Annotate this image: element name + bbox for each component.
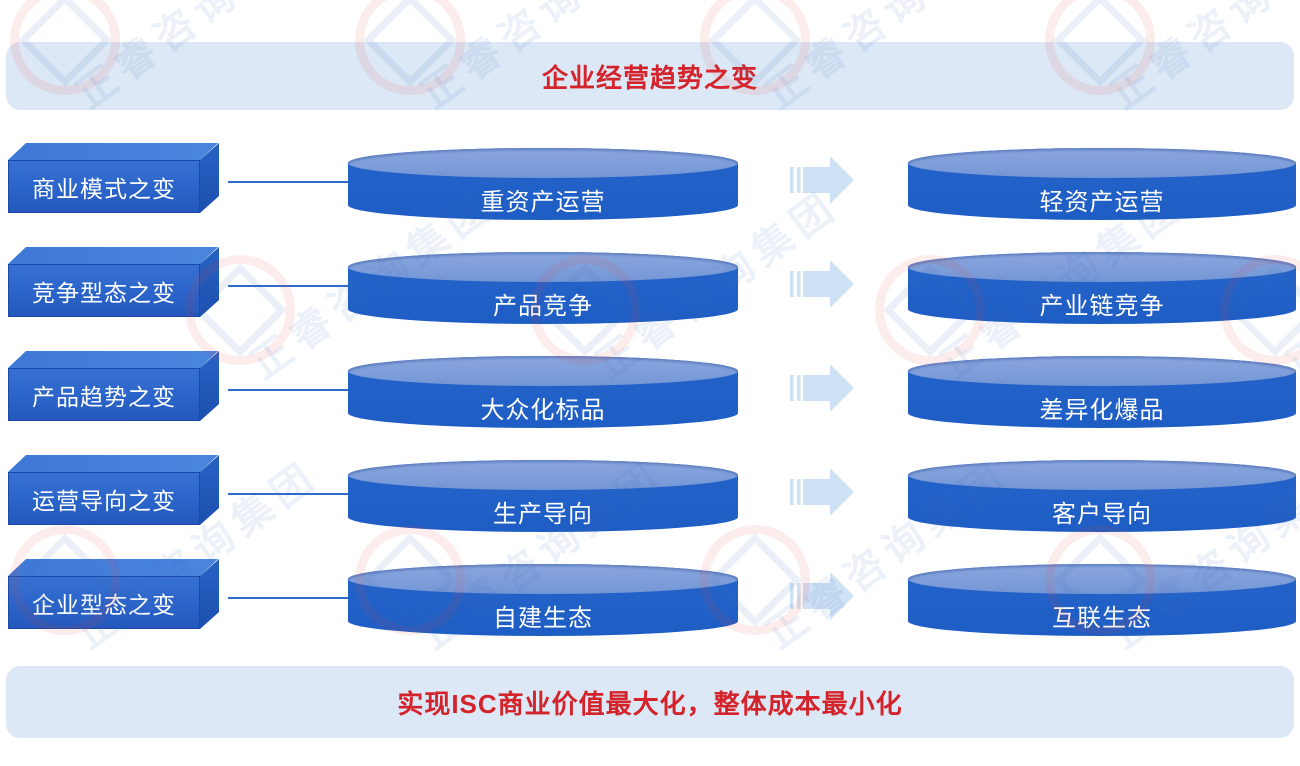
trend-row: 运营导向之变 生产导向 客户导向 (0, 455, 1300, 532)
cylinder-top-face (348, 356, 738, 386)
footer-title: 实现ISC商业价值最大化，整体成本最小化 (397, 688, 903, 719)
to-cylinder-label: 产业链竞争 (1039, 292, 1165, 320)
change-box: 竞争型态之变 (8, 247, 219, 317)
trend-row: 竞争型态之变 产品竞争 产业链竞争 (0, 247, 1300, 324)
box-top-face (8, 143, 218, 160)
connector-line (228, 389, 348, 391)
from-cylinder: 产品竞争 (348, 252, 738, 324)
from-cylinder-label: 生产导向 (493, 500, 593, 528)
to-cylinder: 产业链竞争 (908, 252, 1296, 324)
cylinder-top-face (908, 564, 1296, 594)
box-top-face (8, 247, 218, 264)
from-cylinder: 重资产运营 (348, 148, 738, 220)
connector-line (228, 181, 348, 183)
right-arrow-icon (790, 260, 854, 308)
right-arrow-icon (790, 364, 854, 412)
box-side-face (200, 455, 219, 525)
box-side-face (200, 559, 219, 629)
cylinder-top-face (348, 252, 738, 282)
to-cylinder: 互联生态 (908, 564, 1296, 636)
connector-line (228, 285, 348, 287)
cylinder-top-face (908, 356, 1296, 386)
header-band: 企业经营趋势之变 (6, 42, 1294, 110)
change-box-label: 竞争型态之变 (32, 279, 176, 306)
from-cylinder: 大众化标品 (348, 356, 738, 428)
cylinder-top-face (908, 148, 1296, 178)
box-top-face (8, 351, 218, 368)
to-cylinder: 客户导向 (908, 460, 1296, 532)
trend-row: 企业型态之变 自建生态 互联生态 (0, 559, 1300, 636)
change-box-label: 运营导向之变 (32, 487, 176, 514)
from-cylinder-label: 大众化标品 (480, 396, 606, 424)
footer-band: 实现ISC商业价值最大化，整体成本最小化 (6, 666, 1294, 738)
change-box: 商业模式之变 (8, 143, 219, 213)
from-cylinder-label: 重资产运营 (480, 188, 606, 216)
box-side-face (200, 247, 219, 317)
to-cylinder-label: 互联生态 (1052, 604, 1152, 632)
to-cylinder-label: 轻资产运营 (1039, 188, 1165, 216)
to-cylinder-label: 客户导向 (1052, 500, 1152, 528)
to-cylinder: 轻资产运营 (908, 148, 1296, 220)
cylinder-top-face (908, 252, 1296, 282)
cylinder-top-face (908, 460, 1296, 490)
change-box: 企业型态之变 (8, 559, 219, 629)
box-side-face (200, 351, 219, 421)
trend-row: 产品趋势之变 大众化标品 差异化爆品 (0, 351, 1300, 428)
to-cylinder: 差异化爆品 (908, 356, 1296, 428)
trend-row: 商业模式之变 重资产运营 轻资产运营 (0, 143, 1300, 220)
box-top-face (8, 559, 218, 576)
connector-line (228, 597, 348, 599)
change-box: 产品趋势之变 (8, 351, 219, 421)
to-cylinder-label: 差异化爆品 (1039, 396, 1165, 424)
cylinder-top-face (348, 564, 738, 594)
cylinder-top-face (348, 460, 738, 490)
connector-line (228, 493, 348, 495)
from-cylinder-label: 产品竞争 (493, 292, 593, 320)
box-side-face (200, 143, 219, 213)
right-arrow-icon (790, 156, 854, 204)
right-arrow-icon (790, 468, 854, 516)
from-cylinder: 自建生态 (348, 564, 738, 636)
from-cylinder-label: 自建生态 (493, 604, 593, 632)
page-title: 企业经营趋势之变 (541, 62, 758, 93)
right-arrow-icon (790, 572, 854, 620)
box-top-face (8, 455, 218, 472)
from-cylinder: 生产导向 (348, 460, 738, 532)
cylinder-top-face (348, 148, 738, 178)
change-box-label: 企业型态之变 (32, 591, 176, 618)
change-box-label: 产品趋势之变 (32, 383, 176, 410)
change-box-label: 商业模式之变 (32, 175, 176, 202)
change-box: 运营导向之变 (8, 455, 219, 525)
